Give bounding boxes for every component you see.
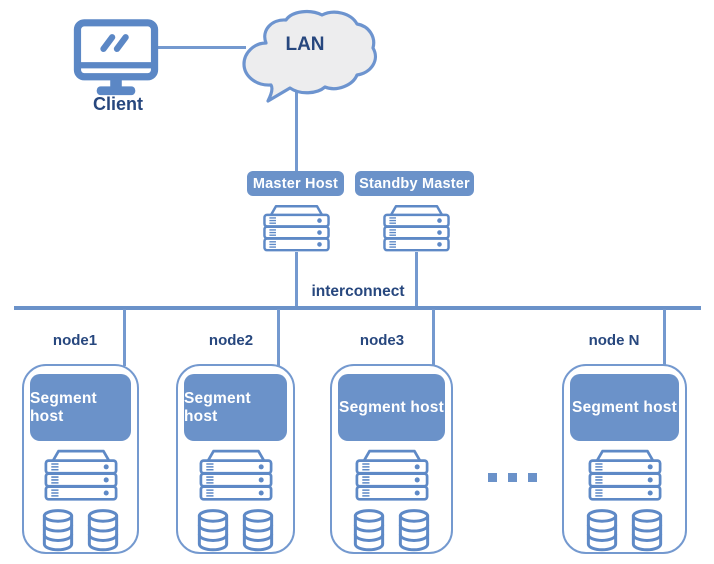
node-box-nodeN: Segment host [562, 364, 687, 554]
node3-label: node3 [359, 332, 405, 349]
database-cylinder-icon [87, 509, 119, 552]
server-rack-icon [198, 448, 274, 502]
three-square-dots [508, 473, 517, 482]
node-box-node2: Segment host [176, 364, 295, 554]
monitor-icon [72, 18, 160, 97]
server-rack-icon [43, 448, 119, 502]
node-box-node1: Segment host [22, 364, 139, 554]
database-cylinder-icon [353, 509, 385, 552]
segment-host-badge: Segment host [570, 374, 679, 441]
nodeN-label: node N [588, 332, 640, 349]
three-square-dots [528, 473, 537, 482]
client-lan-connector [150, 46, 246, 49]
node2-label: node2 [208, 332, 254, 349]
segment-host-badge: Segment host [30, 374, 131, 441]
node-box-node3: Segment host [330, 364, 453, 554]
database-cylinder-icon [197, 509, 229, 552]
master-interconnect-connector [295, 252, 298, 309]
node3-connector [431, 309, 435, 366]
three-square-dots [488, 473, 497, 482]
node1-connector [122, 309, 126, 366]
server-rack-icon [354, 448, 430, 502]
standby-interconnect-connector [415, 252, 418, 309]
database-cylinder-icon [631, 509, 663, 552]
node1-label: node1 [52, 332, 98, 349]
client-label: Client [92, 94, 143, 114]
master-host-badge: Master Host [247, 171, 344, 196]
database-cylinder-icon [586, 509, 618, 552]
database-cylinder-icon [398, 509, 430, 552]
nodeN-connector [663, 309, 666, 366]
lan-label: LAN [285, 34, 325, 55]
lan-master-connector [295, 88, 298, 172]
database-cylinder-icon [42, 509, 74, 552]
standby-master-badge: Standby Master [355, 171, 474, 196]
server-rack-icon [263, 205, 330, 252]
interconnect-bus-line [14, 306, 701, 310]
server-rack-icon [587, 448, 663, 502]
interconnect-label: interconnect [311, 283, 405, 300]
cloud-icon [242, 9, 378, 103]
segment-host-badge: Segment host [338, 374, 445, 441]
segment-host-badge: Segment host [184, 374, 287, 441]
server-rack-icon [383, 205, 450, 252]
node2-connector [276, 309, 280, 366]
database-cylinder-icon [242, 509, 274, 552]
